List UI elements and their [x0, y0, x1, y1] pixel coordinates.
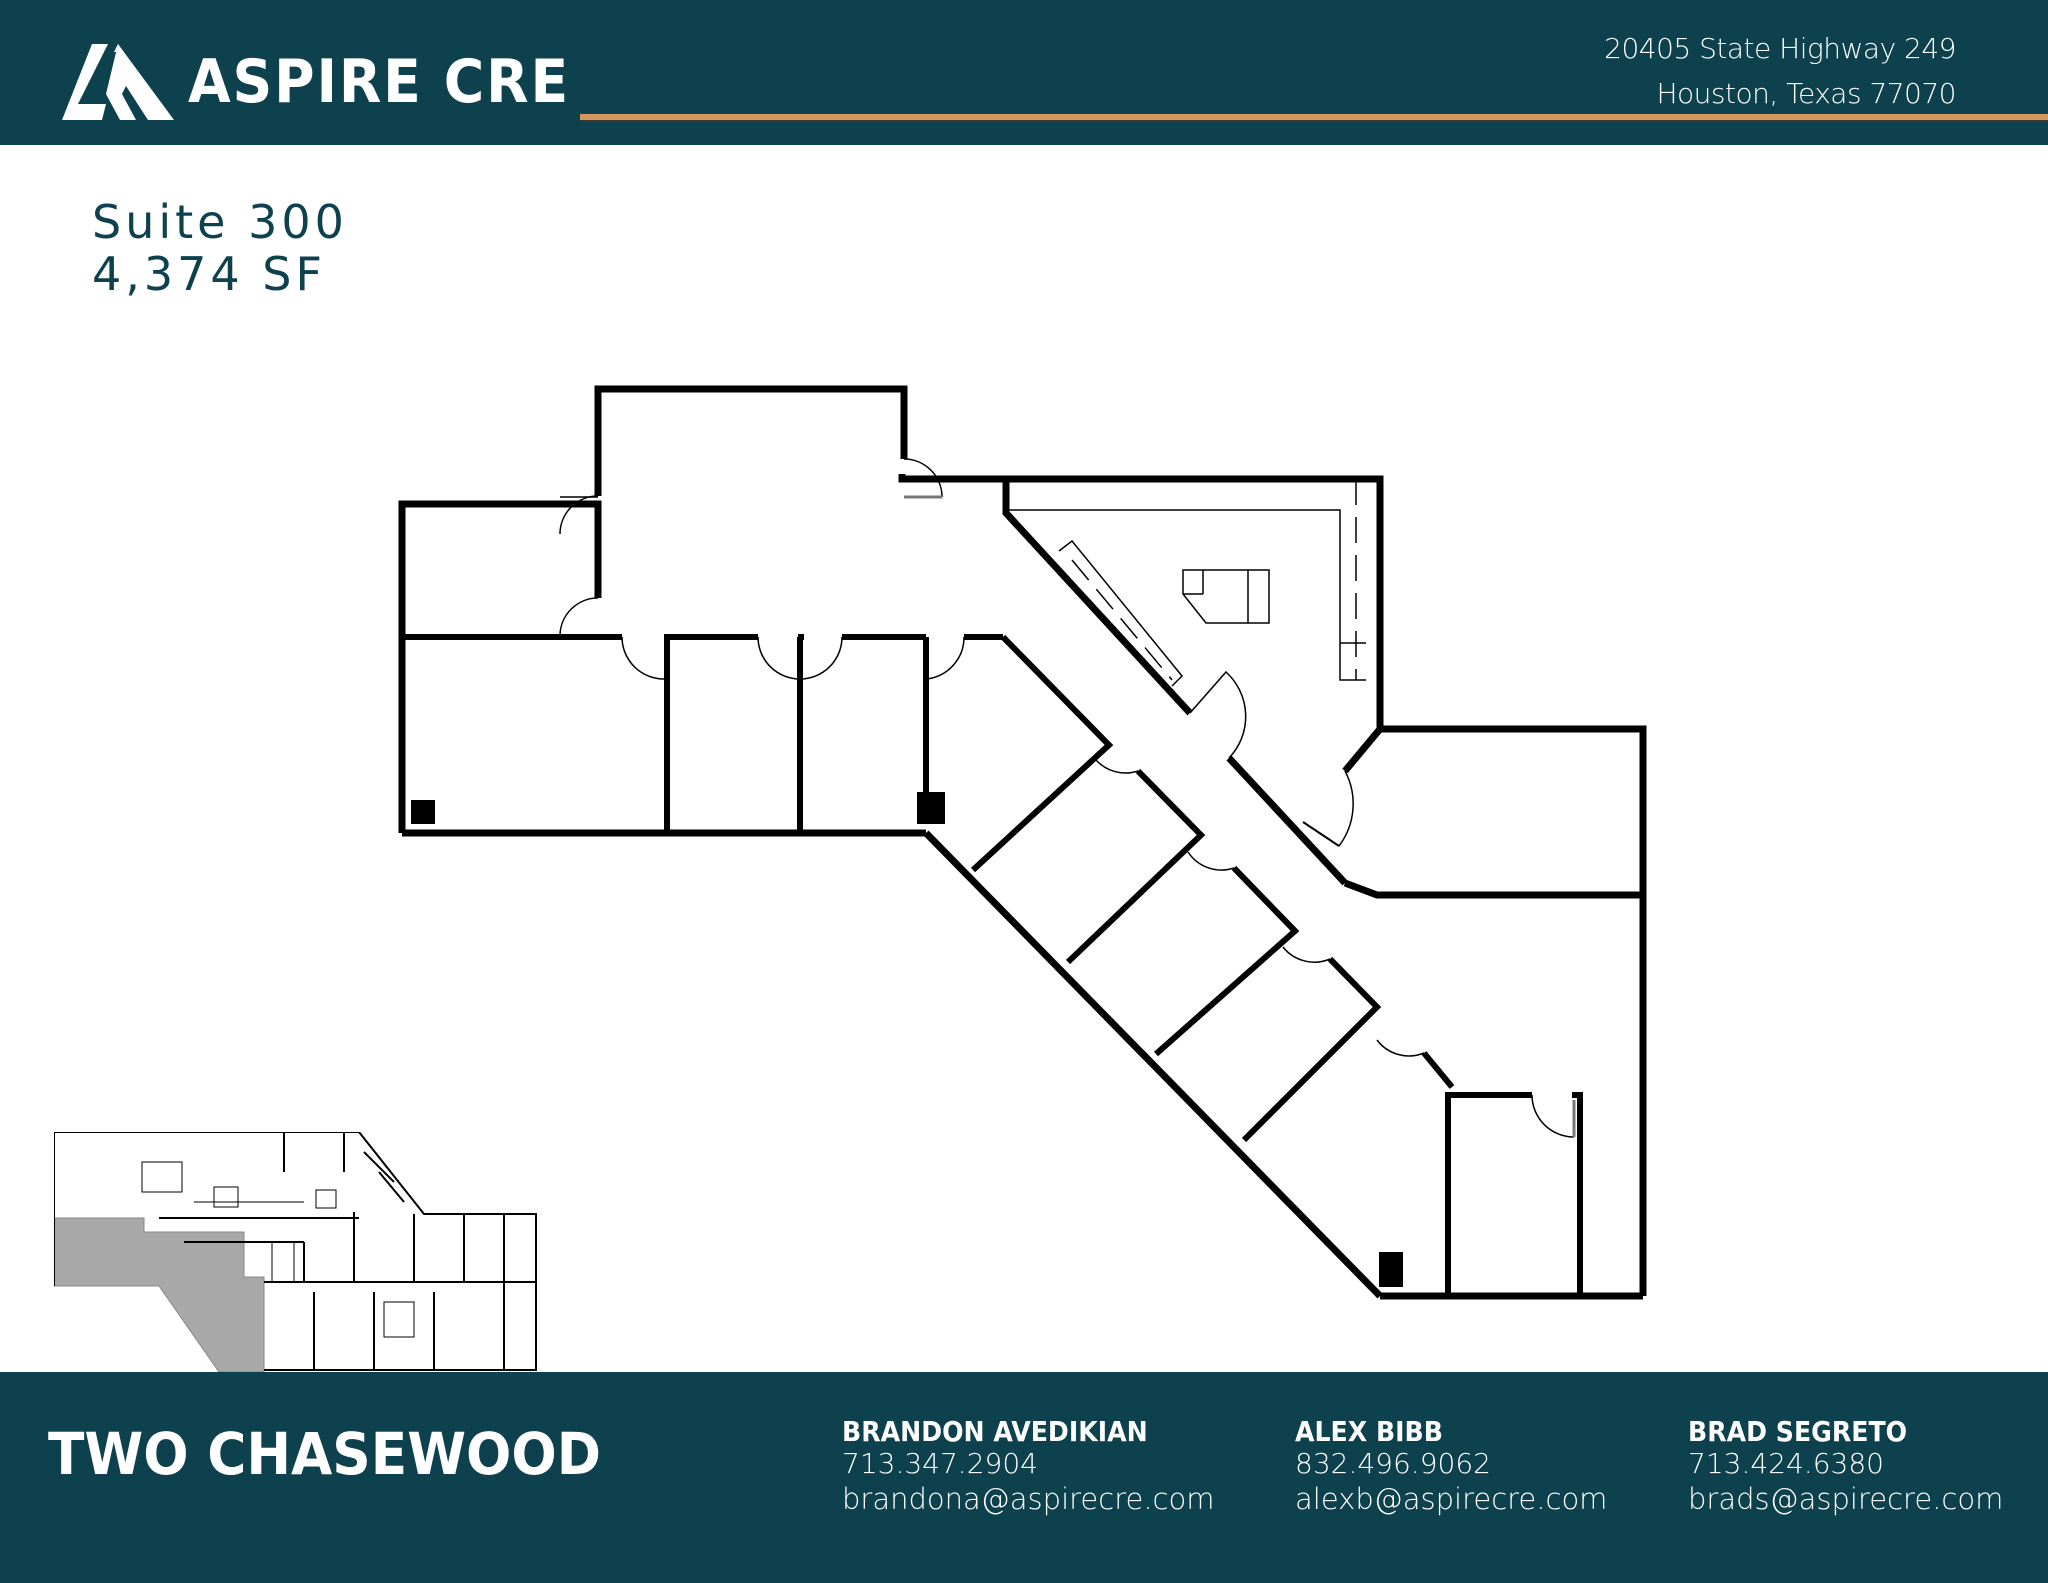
- brand-logo: ASPIRE CRE: [62, 44, 603, 120]
- contact-email[interactable]: alexb@aspirecre.com: [1295, 1482, 1608, 1516]
- brand-name: ASPIRE CRE: [188, 47, 571, 117]
- contact-phone[interactable]: 713.347.2904: [842, 1447, 1038, 1480]
- property-address: 20405 State Highway 249 Houston, Texas 7…: [1604, 26, 1956, 116]
- address-line-2: Houston, Texas 77070: [1656, 77, 1956, 110]
- contact-email[interactable]: brads@aspirecre.com: [1688, 1482, 2004, 1516]
- suite-info: Suite 300 4,374 SF: [92, 196, 348, 300]
- contact-card: BRANDON AVEDIKIAN 713.347.2904 brandona@…: [842, 1416, 1214, 1518]
- building-name: TWO CHASEWOOD: [48, 1420, 602, 1488]
- suite-title: Suite 300: [92, 195, 348, 249]
- accent-divider: [580, 114, 2048, 122]
- contact-card: ALEX BIBB 832.496.9062 alexb@aspirecre.c…: [1295, 1416, 1607, 1518]
- aspire-peak-logo-icon: [62, 44, 174, 120]
- contact-phone[interactable]: 832.496.9062: [1295, 1447, 1491, 1480]
- contact-name: ALEX BIBB: [1295, 1415, 1443, 1448]
- contact-phone[interactable]: 713.424.6380: [1688, 1447, 1884, 1480]
- building-key-plan: [54, 1132, 537, 1372]
- footer-bar: TWO CHASEWOOD BRANDON AVEDIKIAN 713.347.…: [0, 1372, 2048, 1583]
- contact-email[interactable]: brandona@aspirecre.com: [842, 1482, 1215, 1516]
- contact-name: BRAD SEGRETO: [1688, 1415, 1908, 1448]
- contact-card: BRAD SEGRETO 713.424.6380 brads@aspirecr…: [1688, 1416, 2003, 1518]
- suite-size: 4,374 SF: [92, 247, 326, 301]
- address-line-1: 20405 State Highway 249: [1604, 32, 1956, 65]
- contact-name: BRANDON AVEDIKIAN: [842, 1415, 1148, 1448]
- suite-floor-plan: [398, 385, 1647, 1300]
- header-bar: ASPIRE CRE 20405 State Highway 249 Houst…: [0, 0, 2048, 145]
